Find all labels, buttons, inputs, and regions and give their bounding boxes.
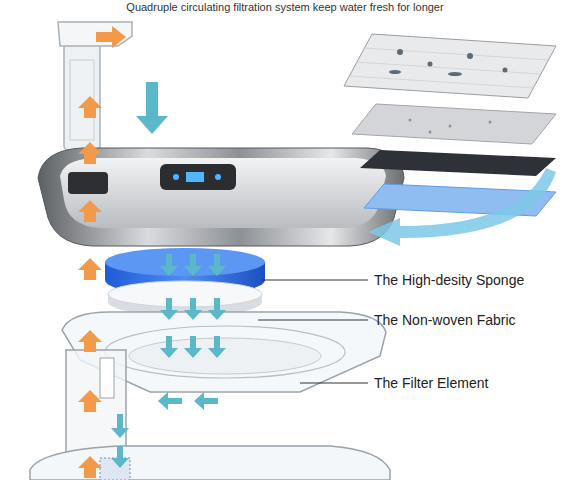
part-label: The Non-woven Fabric [374, 312, 516, 328]
part-label: The High-desity Sponge [374, 272, 524, 288]
title-text: Quadruple circulating filtration system … [0, 1, 570, 13]
part-label: The Filter Element [374, 375, 488, 391]
